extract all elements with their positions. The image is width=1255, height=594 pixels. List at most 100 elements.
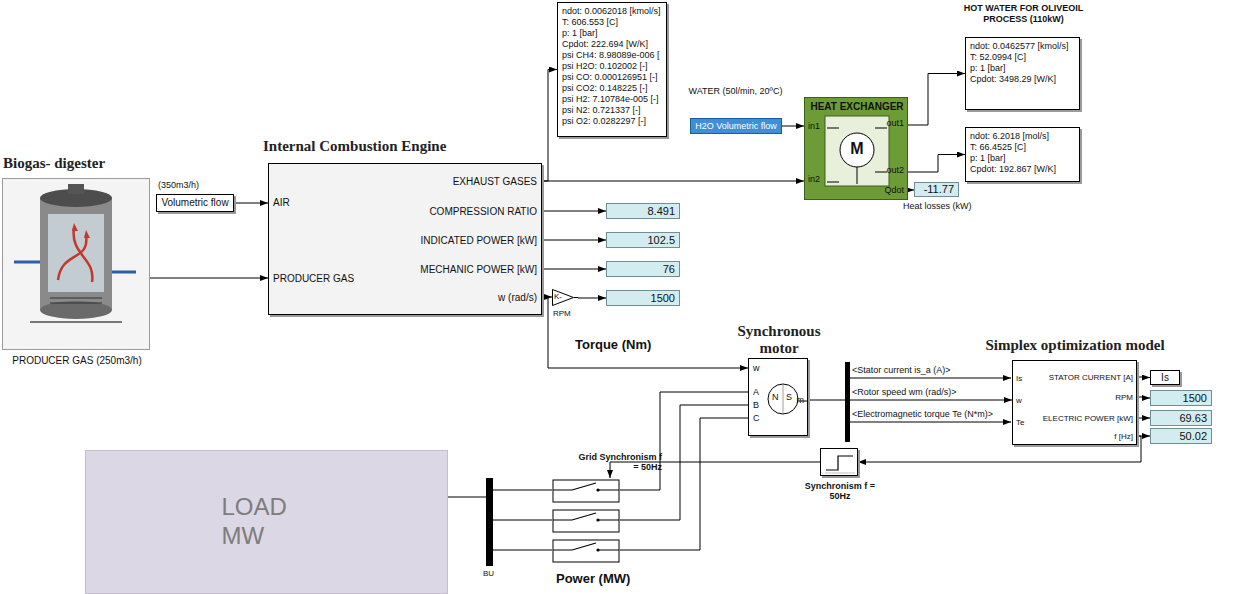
- node-text: T: 606.553 [C]: [562, 17, 618, 28]
- node-text: Is: [1161, 372, 1169, 384]
- node-text: ndot: 0.0062018 [kmol/s]: [562, 6, 661, 17]
- node-text: STATOR CURRENT [A]: [1049, 373, 1133, 382]
- node-text: 76: [663, 263, 675, 276]
- node-text: LOAD MW: [222, 493, 312, 551]
- node-text: H2O Volumetric flow: [695, 121, 777, 131]
- display-block: -11.77: [914, 182, 959, 197]
- node-text: psi CO: 0.000126951 [-]: [562, 72, 658, 83]
- signal-line: [1137, 377, 1150, 379]
- power-wire: [493, 520, 552, 521]
- node-text: HOT WATER FOR OLIVEOIL PROCESS (110kW): [946, 3, 1101, 24]
- text-area: ndot: 0.0062018 [kmol/s]T: 606.553 [C]p:…: [558, 3, 666, 136]
- bus-bar: BU: [486, 478, 493, 566]
- source-block: Volumetric flow: [156, 194, 234, 212]
- node-text: 102.5: [647, 234, 675, 247]
- power-wire: [493, 490, 552, 491]
- text-area: 69.63: [1151, 411, 1211, 425]
- node-text: Biogas- digester: [3, 155, 173, 172]
- water-data-box: HOT WATER FOR OLIVEOIL PROCESS (110kW)nd…: [965, 37, 1080, 110]
- text-area: -11.77: [915, 183, 958, 196]
- node-text: Cpdot: 222.694 [W/K]: [562, 39, 648, 50]
- text-area: 102.5: [607, 233, 679, 247]
- node-text: Te: [1016, 418, 1024, 427]
- node-text: -11.77: [924, 183, 954, 196]
- goto-tag: Is: [1150, 370, 1180, 385]
- source-block: H2O Volumetric flow: [690, 118, 782, 134]
- wire-caption: Power (MW): [556, 572, 630, 587]
- display-caption: Heat losses (kW): [903, 201, 972, 211]
- node-text: K-: [554, 292, 562, 301]
- gas-data-box: ndot: 6.2018 [mol/s]T: 66.4525 [C]p: 1 […: [965, 127, 1080, 182]
- node-text: T: 52.0994 [C]: [970, 52, 1026, 63]
- gas-data-box: ndot: 0.0062018 [kmol/s]T: 606.553 [C]p:…: [557, 2, 667, 137]
- node-text: p: 1 [bar]: [970, 63, 1006, 74]
- node-text: psi CH4: 8.98089e-006 [: [562, 50, 660, 61]
- display-block: 76: [606, 261, 680, 277]
- signal-line: [542, 240, 606, 241]
- signal-line: [542, 181, 804, 182]
- signal-line: [908, 155, 965, 173]
- node-text: out2: [886, 165, 904, 175]
- node-text: Qdot: [884, 185, 904, 195]
- text-area: 1500: [607, 291, 679, 305]
- node-text: MECHANIC POWER [kW]: [420, 264, 537, 276]
- node-text: PRODUCER GAS (250m3/h): [3, 355, 151, 367]
- node-text: PRODUCER GAS: [273, 273, 354, 285]
- node-text: m: [797, 395, 805, 405]
- edge-label: Torque (Nm): [575, 338, 651, 353]
- optimization-block: Simplex optimization modelIswTeSTATOR CU…: [1012, 360, 1137, 445]
- gain-block: K-: [552, 289, 574, 306]
- power-wire: [620, 392, 748, 490]
- node-text: T: 66.4525 [C]: [970, 142, 1026, 153]
- node-text: ndot: 0.0462577 [kmol/s]: [970, 41, 1069, 52]
- text-area: 1500: [1151, 391, 1211, 405]
- step-symbol: [821, 449, 857, 475]
- signal-line: [542, 211, 606, 212]
- node-text: Is: [1016, 374, 1022, 383]
- node-text: w (rad/s): [498, 292, 537, 304]
- signal-line: [542, 70, 557, 182]
- node-text: 1500: [651, 292, 675, 305]
- node-text: psi O2: 0.0282297 [-]: [562, 116, 646, 127]
- signal-line: [1137, 397, 1150, 398]
- signal-name: <Rotor speed wm (rad/s)>: [852, 387, 957, 397]
- node-text: COMPRESSION RATIO: [429, 206, 537, 218]
- node-text: ndot: 6.2018 [mol/s]: [970, 131, 1049, 142]
- port-value: (350m3/h): [158, 180, 199, 190]
- signal-line: [542, 269, 606, 270]
- node-text: Cpdot: 192.867 [W/K]: [970, 164, 1056, 175]
- node-text: RPM: [1115, 393, 1133, 402]
- signal-line: [542, 297, 748, 368]
- node-text: 50.02: [1179, 430, 1207, 443]
- signal-name: <Stator current is_a (A)>: [852, 365, 951, 375]
- node-text: Synchronous motor: [724, 323, 834, 358]
- flow-note: WATER (50l/min, 20ºC): [688, 86, 783, 96]
- node-text: 1500: [1183, 392, 1207, 405]
- node-text: psi CO2: 0.148225 [-]: [562, 83, 648, 94]
- node-text: 8.491: [647, 205, 675, 218]
- node-text: AIR: [273, 197, 290, 209]
- power-wire: [448, 497, 486, 498]
- signal-line: [234, 203, 268, 204]
- motor-block: Synchronous motorwABCmNS: [748, 358, 808, 436]
- display-block: 1500: [1150, 390, 1212, 406]
- node-text: ELECTRIC POWER [kW]: [1043, 414, 1133, 423]
- node-text: A: [753, 387, 759, 397]
- signal-line: [908, 74, 965, 126]
- text-area: 50.02: [1151, 429, 1211, 443]
- signal-line: [574, 297, 606, 299]
- node-text: C: [753, 413, 760, 423]
- node-text: Cpdot: 3498.29 [W/K]: [970, 74, 1056, 85]
- node-text: in2: [808, 174, 820, 184]
- display-block: 69.63: [1150, 410, 1212, 426]
- node-text: w: [1016, 396, 1022, 405]
- text-area: ndot: 6.2018 [mol/s]T: 66.4525 [C]p: 1 […: [966, 128, 1079, 181]
- node-text: Grid Synchronism f = 50Hz: [572, 452, 662, 473]
- power-wire: [620, 418, 748, 550]
- node-text: Simplex optimization model: [975, 337, 1175, 354]
- power-wire: [493, 550, 552, 551]
- node-text: in1: [808, 121, 820, 131]
- signal-name: <Electromagnetic torque Te (N*m)>: [852, 409, 993, 419]
- heat-exchanger-block: HEAT EXCHANGERin1in2out1out2QdotM: [804, 97, 908, 200]
- display-block: 50.02: [1150, 428, 1212, 444]
